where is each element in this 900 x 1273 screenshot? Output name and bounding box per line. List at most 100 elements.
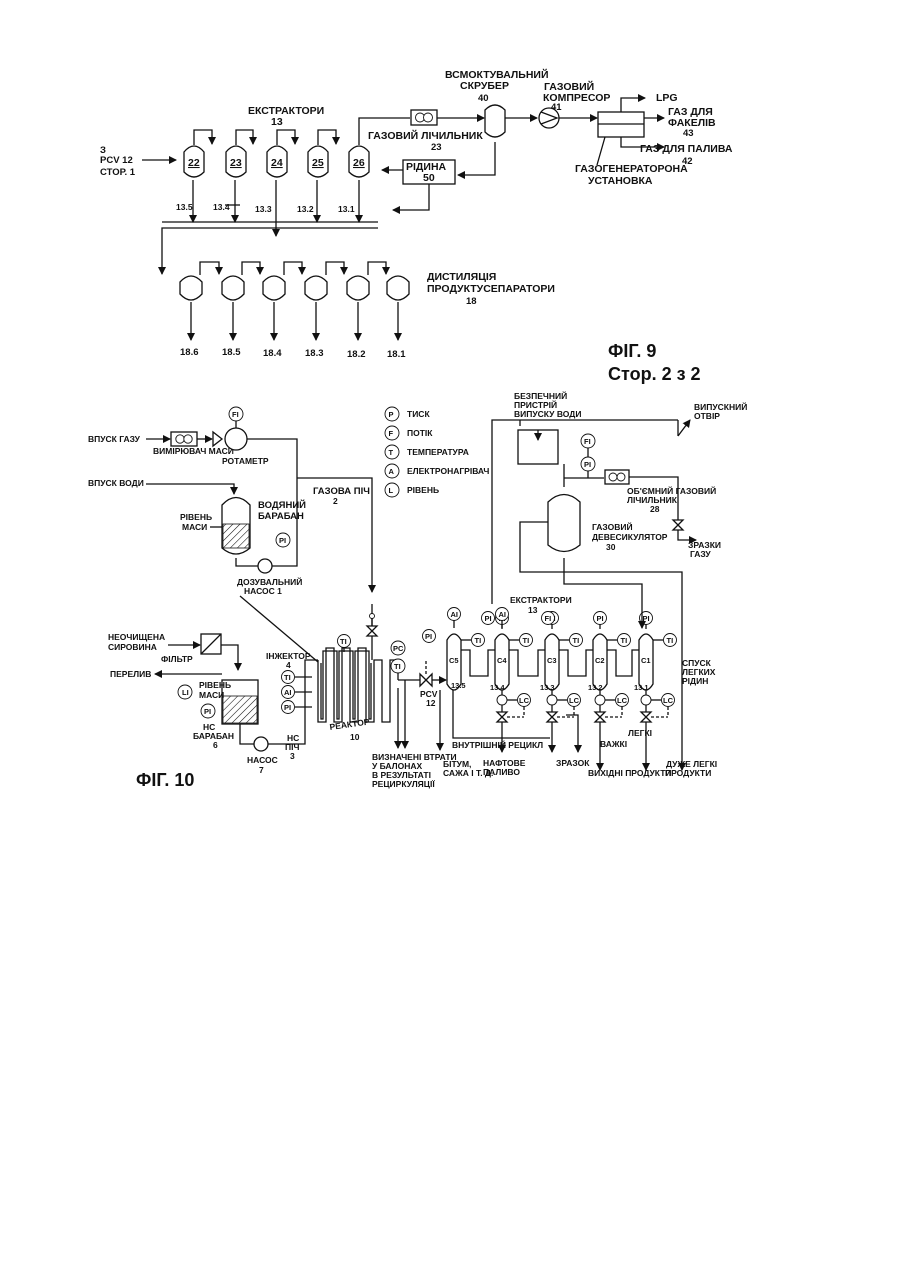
fig10-legend-text: ПОТІК	[407, 428, 433, 438]
fig10-gas-furnace-label: ГАЗОВА ПІЧ	[313, 486, 370, 497]
fig10-mass-level-1: РІВЕНЬ	[180, 512, 212, 522]
fig9-separator-vessel	[180, 276, 202, 300]
fig9-line-scrubber-liquid	[458, 142, 495, 175]
fig10-losses-4: РЕЦИРКУЛЯЦІЇ	[372, 779, 435, 789]
fig9-scrubber	[485, 105, 505, 137]
fig10-reactor-ti2: TI	[394, 662, 401, 671]
fig9-distillation-separators	[180, 276, 409, 300]
fig10-reactor-coil	[318, 648, 398, 722]
fig9-output-lpg: LPG	[656, 92, 678, 104]
fig9-bottom-18-2: 18.2	[347, 349, 366, 360]
fig10-title: ФІГ. 10	[136, 770, 194, 790]
figure-10-diagram: PТИСКFПОТІКTТЕМПЕРАТУРАAЕЛЕКТРОНАГРІВАЧL…	[88, 390, 747, 790]
fig10-pcv-valve	[420, 674, 432, 686]
figure-9-diagram: З PCV 12 СТОР. 1 ЕКСТРАКТОРИ 13 22232425…	[100, 68, 733, 384]
fig10-safety-3: ВИПУСКУ ВОДИ	[514, 409, 581, 419]
fig9-separator-vessel	[387, 276, 409, 300]
fig10-column-pi: PI	[643, 614, 650, 623]
fig10-inj-pi: PI	[284, 703, 291, 712]
fig10-heavy: ВАЖКІ	[600, 739, 627, 749]
fig10-water-line	[272, 478, 297, 566]
fig10-legend-text: ТЕМПЕРАТУРА	[407, 447, 469, 457]
fig10-sample: ЗРАЗОК	[556, 758, 590, 768]
fig10-column-ti: TI	[573, 636, 580, 645]
fig10-inj-ai: AI	[284, 688, 292, 697]
fig10-dev-fi: FI	[584, 437, 591, 446]
fig9-link-22-23	[194, 130, 212, 145]
fig10-column-label: C2	[595, 656, 605, 665]
fig10-dosing-pump-2: НАСОС 1	[244, 586, 282, 596]
fig9-link-23-24	[236, 130, 253, 145]
fig9-vessel-label: 22	[188, 157, 200, 169]
fig10-column-valve	[547, 712, 557, 722]
fig10-mass-meter-label: ВИМІРЮВАЧ МАСИ	[153, 446, 234, 456]
fig10-inj-ti: TI	[284, 673, 291, 682]
fig10-raw-2: СИРОВИНА	[108, 642, 157, 652]
fig9-extractors-num: 13	[271, 116, 283, 128]
fig9-stream-label-13-4: 13.4	[213, 202, 230, 212]
fig10-column-lc: LC	[617, 696, 628, 705]
fig10-legend-letter: T	[389, 448, 394, 457]
fig10-mass-level-2: МАСИ	[182, 522, 207, 532]
fig10-fi: FI	[232, 410, 239, 419]
fig10-pcv-num: 12	[426, 698, 436, 708]
fig10-column-valve	[595, 712, 605, 722]
fig10-hc-furnace-num: 3	[290, 751, 295, 761]
fig10-rotameter	[225, 428, 247, 450]
fig10-column-valve	[641, 712, 651, 722]
fig10-legend-text: ТИСК	[407, 409, 430, 419]
fig10-li: LI	[182, 688, 189, 697]
fig9-bottom-18-3: 18.3	[305, 348, 324, 359]
fig9-vessel-label: 24	[271, 157, 283, 169]
fig9-bottom-18-4: 18.4	[263, 348, 282, 359]
fig10-outputs: ВИХІДНІ ПРОДУКТИ	[588, 768, 672, 778]
fig10-column-lc: LC	[519, 696, 530, 705]
fig10-column-ti: TI	[523, 636, 530, 645]
fig9-gas-meter-num: 23	[431, 142, 442, 153]
fig9-extractor-vessels: 2223242526	[184, 146, 369, 177]
fig9-vessel-label: 25	[312, 157, 324, 169]
fig10-column-lc: LC	[663, 696, 674, 705]
fig10-column-stream: 13.4	[490, 683, 505, 692]
fig10-column-ti: TI	[475, 636, 482, 645]
fig10-reactor-ti: TI	[340, 637, 347, 646]
fig10-column-ti: TI	[667, 636, 674, 645]
fig9-distill-label-2: ПРОДУКТУСЕПАРАТОРИ	[427, 283, 555, 295]
fig10-rotameter-label: РОТАМЕТР	[222, 456, 269, 466]
fig9-gas-meter-label: ГАЗОВИЙ ЛІЧИЛЬНИК	[368, 129, 483, 142]
fig10-internal-recycle: ВНУТРІШНІЙ РЕЦИКЛ	[452, 739, 543, 750]
fig9-vessel-label: 23	[230, 157, 242, 169]
fig10-fuel-oil-2: ПАЛИВО	[483, 767, 520, 777]
fig9-input-label-3: СТОР. 1	[100, 167, 136, 178]
fig10-very-light-2: ПРОДУКТИ	[665, 768, 711, 778]
fig10-legend-letter: L	[389, 486, 394, 495]
fig9-bottom-18-1: 18.1	[387, 349, 406, 360]
fig10-pi-hc: PI	[204, 707, 211, 716]
fig10-hc-pump-num: 7	[259, 765, 264, 775]
fig9-gasgen-label-2: УСТАНОВКА	[588, 175, 653, 187]
fig9-gasgen-leader	[597, 137, 605, 165]
fig10-legend: PТИСКFПОТІКTТЕМПЕРАТУРАAЕЛЕКТРОНАГРІВАЧL…	[385, 407, 489, 497]
fig10-devesiculator	[548, 495, 580, 552]
fig10-column-pi-c4: PI	[485, 614, 492, 623]
fig9-scrubber-num: 40	[478, 93, 489, 104]
fig10-gas-samples-2: ГАЗУ	[690, 549, 711, 559]
fig10-hc-pump	[254, 737, 268, 751]
fig10-gas-in: ВПУСК ГАЗУ	[88, 434, 141, 444]
fig10-water-in: ВПУСК ВОДИ	[88, 478, 144, 488]
fig9-output-fuel: ГАЗ ДЛЯ ПАЛИВА	[640, 143, 733, 155]
fig9-separator-vessel	[305, 276, 327, 300]
fig10-devesic-num: 30	[606, 542, 616, 552]
fig9-stream-label-13-1: 13.1	[338, 204, 355, 214]
fig10-devesic-2: ДЕВЕСИКУЛЯТОР	[592, 532, 668, 542]
fig9-distill-header	[162, 228, 378, 274]
fig9-line-liquid-out	[393, 184, 429, 210]
fig10-dosing-pump	[258, 559, 272, 573]
fig9-separator-vessel	[347, 276, 369, 300]
fig10-column-ai: AI	[499, 610, 507, 619]
fig10-light-drain-3: РІДИН	[682, 676, 708, 686]
fig10-reactor-num: 10	[350, 732, 360, 742]
fig10-extractors-num: 13	[528, 605, 538, 615]
